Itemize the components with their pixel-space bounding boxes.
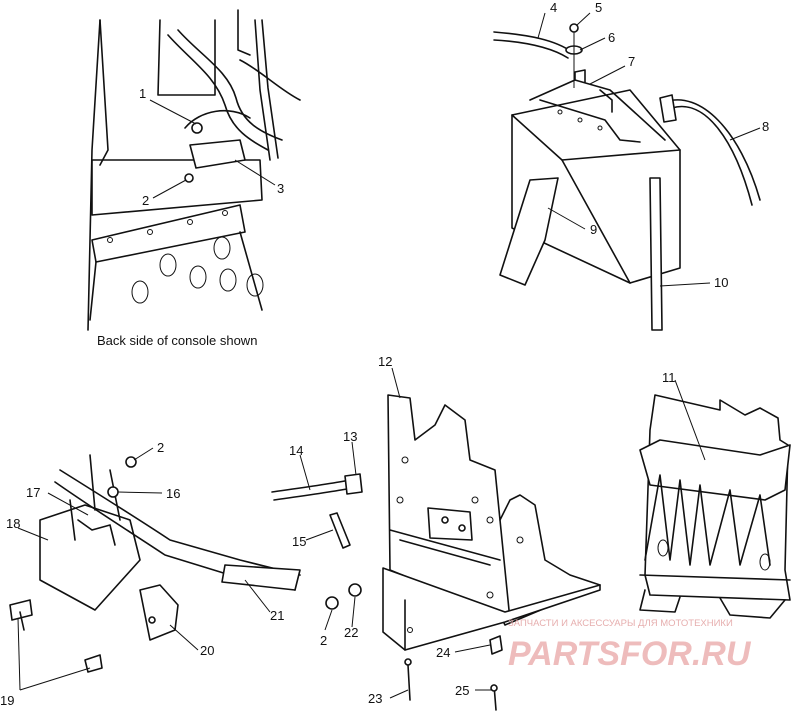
callout-22: 22 — [344, 625, 358, 640]
console-caption: Back side of console shown — [97, 333, 257, 348]
callout-13: 13 — [343, 429, 357, 444]
watermark-tagline: ЗАПЧАСТИ И АКСЕССУАРЫ ДЛЯ МОТОТЕХНИКИ — [508, 618, 733, 629]
callout-11: 11 — [662, 370, 676, 385]
callout-3: 3 — [277, 181, 284, 196]
battery-box-drawing — [271, 394, 601, 711]
callout-24: 24 — [436, 645, 450, 660]
battery-tray-drawing — [639, 394, 791, 619]
harness-bracket-drawing — [9, 454, 301, 673]
callout-21: 21 — [270, 608, 284, 623]
callout-7: 7 — [628, 54, 635, 69]
callout-6: 6 — [608, 30, 615, 45]
console-panel-drawing — [87, 9, 301, 331]
callout-2-bracket: 2 — [157, 440, 164, 455]
callout-14: 14 — [289, 443, 303, 458]
callout-2-console: 2 — [142, 193, 149, 208]
callout-9: 9 — [590, 222, 597, 237]
callout-2-box: 2 — [320, 633, 327, 648]
callout-15: 15 — [292, 534, 306, 549]
callout-labels: 1 2 3 4 5 6 7 8 9 10 11 12 13 14 15 2 16… — [0, 0, 769, 708]
callout-17: 17 — [26, 485, 40, 500]
callout-16: 16 — [166, 486, 180, 501]
callout-18: 18 — [6, 516, 20, 531]
callout-20: 20 — [200, 643, 214, 658]
leader-lines — [17, 12, 761, 699]
callout-25: 25 — [455, 683, 469, 698]
callout-1: 1 — [139, 86, 146, 101]
callout-23: 23 — [368, 691, 382, 706]
callout-5: 5 — [595, 0, 602, 15]
battery-drawing — [493, 23, 761, 331]
callout-12: 12 — [378, 354, 392, 369]
watermark-brand: PARTSFOR.RU — [508, 635, 752, 673]
callout-8: 8 — [762, 119, 769, 134]
callout-19: 19 — [0, 693, 14, 708]
watermark: ЗАПЧАСТИ И АКСЕССУАРЫ ДЛЯ МОТОТЕХНИКИ PA… — [508, 618, 752, 673]
callout-10: 10 — [714, 275, 728, 290]
callout-4: 4 — [550, 0, 557, 15]
